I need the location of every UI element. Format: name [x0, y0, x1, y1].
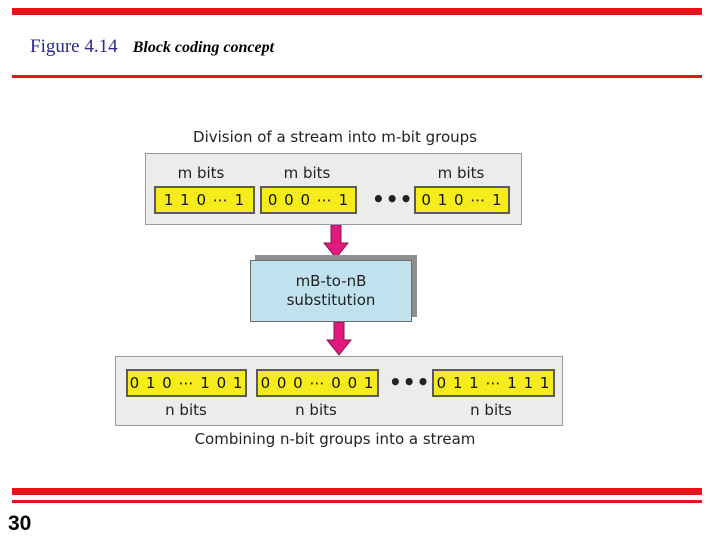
output-bit-group: 0 0 0 ⋯ 0 0 1: [256, 369, 379, 397]
input-group-label: m bits: [177, 164, 225, 182]
figure-number: Figure 4.14: [30, 36, 118, 57]
output-group-label: n bits: [295, 401, 337, 419]
bottom-red-underline: [12, 500, 702, 503]
input-ellipsis: •••: [372, 187, 414, 211]
output-ellipsis: •••: [389, 370, 431, 394]
slide-number: 30: [8, 512, 32, 535]
output-bit-group: 0 1 0 ⋯ 1 0 1: [126, 369, 247, 397]
figure-caption: Block coding concept: [132, 39, 275, 56]
title-underline: [12, 75, 702, 78]
input-bit-group: 1 1 0 ⋯ 1: [154, 186, 255, 214]
input-group-label: m bits: [283, 164, 331, 182]
bottom-red-rule: [12, 488, 702, 495]
output-bit-group: 0 1 1 ⋯ 1 1 1: [432, 369, 555, 397]
input-group-label: m bits: [437, 164, 485, 182]
division-caption: Division of a stream into m-bit groups: [193, 128, 477, 146]
output-panel: 0 1 0 ⋯ 1 0 1 0 0 0 ⋯ 0 0 1 ••• 0 1 1 ⋯ …: [115, 356, 563, 426]
input-bit-group: 0 0 0 ⋯ 1: [260, 186, 357, 214]
down-arrow-icon: [326, 322, 352, 356]
substitution-line-1: mB-to-nB: [295, 272, 367, 290]
input-panel: m bits m bits m bits 1 1 0 ⋯ 1 0 0 0 ⋯ 1…: [145, 153, 522, 225]
top-red-rule: [12, 8, 702, 15]
figure-title: Figure 4.14 Block coding concept: [30, 36, 274, 58]
output-group-label: n bits: [165, 401, 207, 419]
input-bit-group: 0 1 0 ⋯ 1: [414, 186, 510, 214]
combining-caption: Combining n-bit groups into a stream: [194, 430, 476, 448]
substitution-box: mB-to-nB substitution: [250, 260, 412, 322]
down-arrow-icon: [323, 225, 349, 259]
substitution-line-2: substitution: [286, 291, 376, 309]
output-group-label: n bits: [470, 401, 512, 419]
